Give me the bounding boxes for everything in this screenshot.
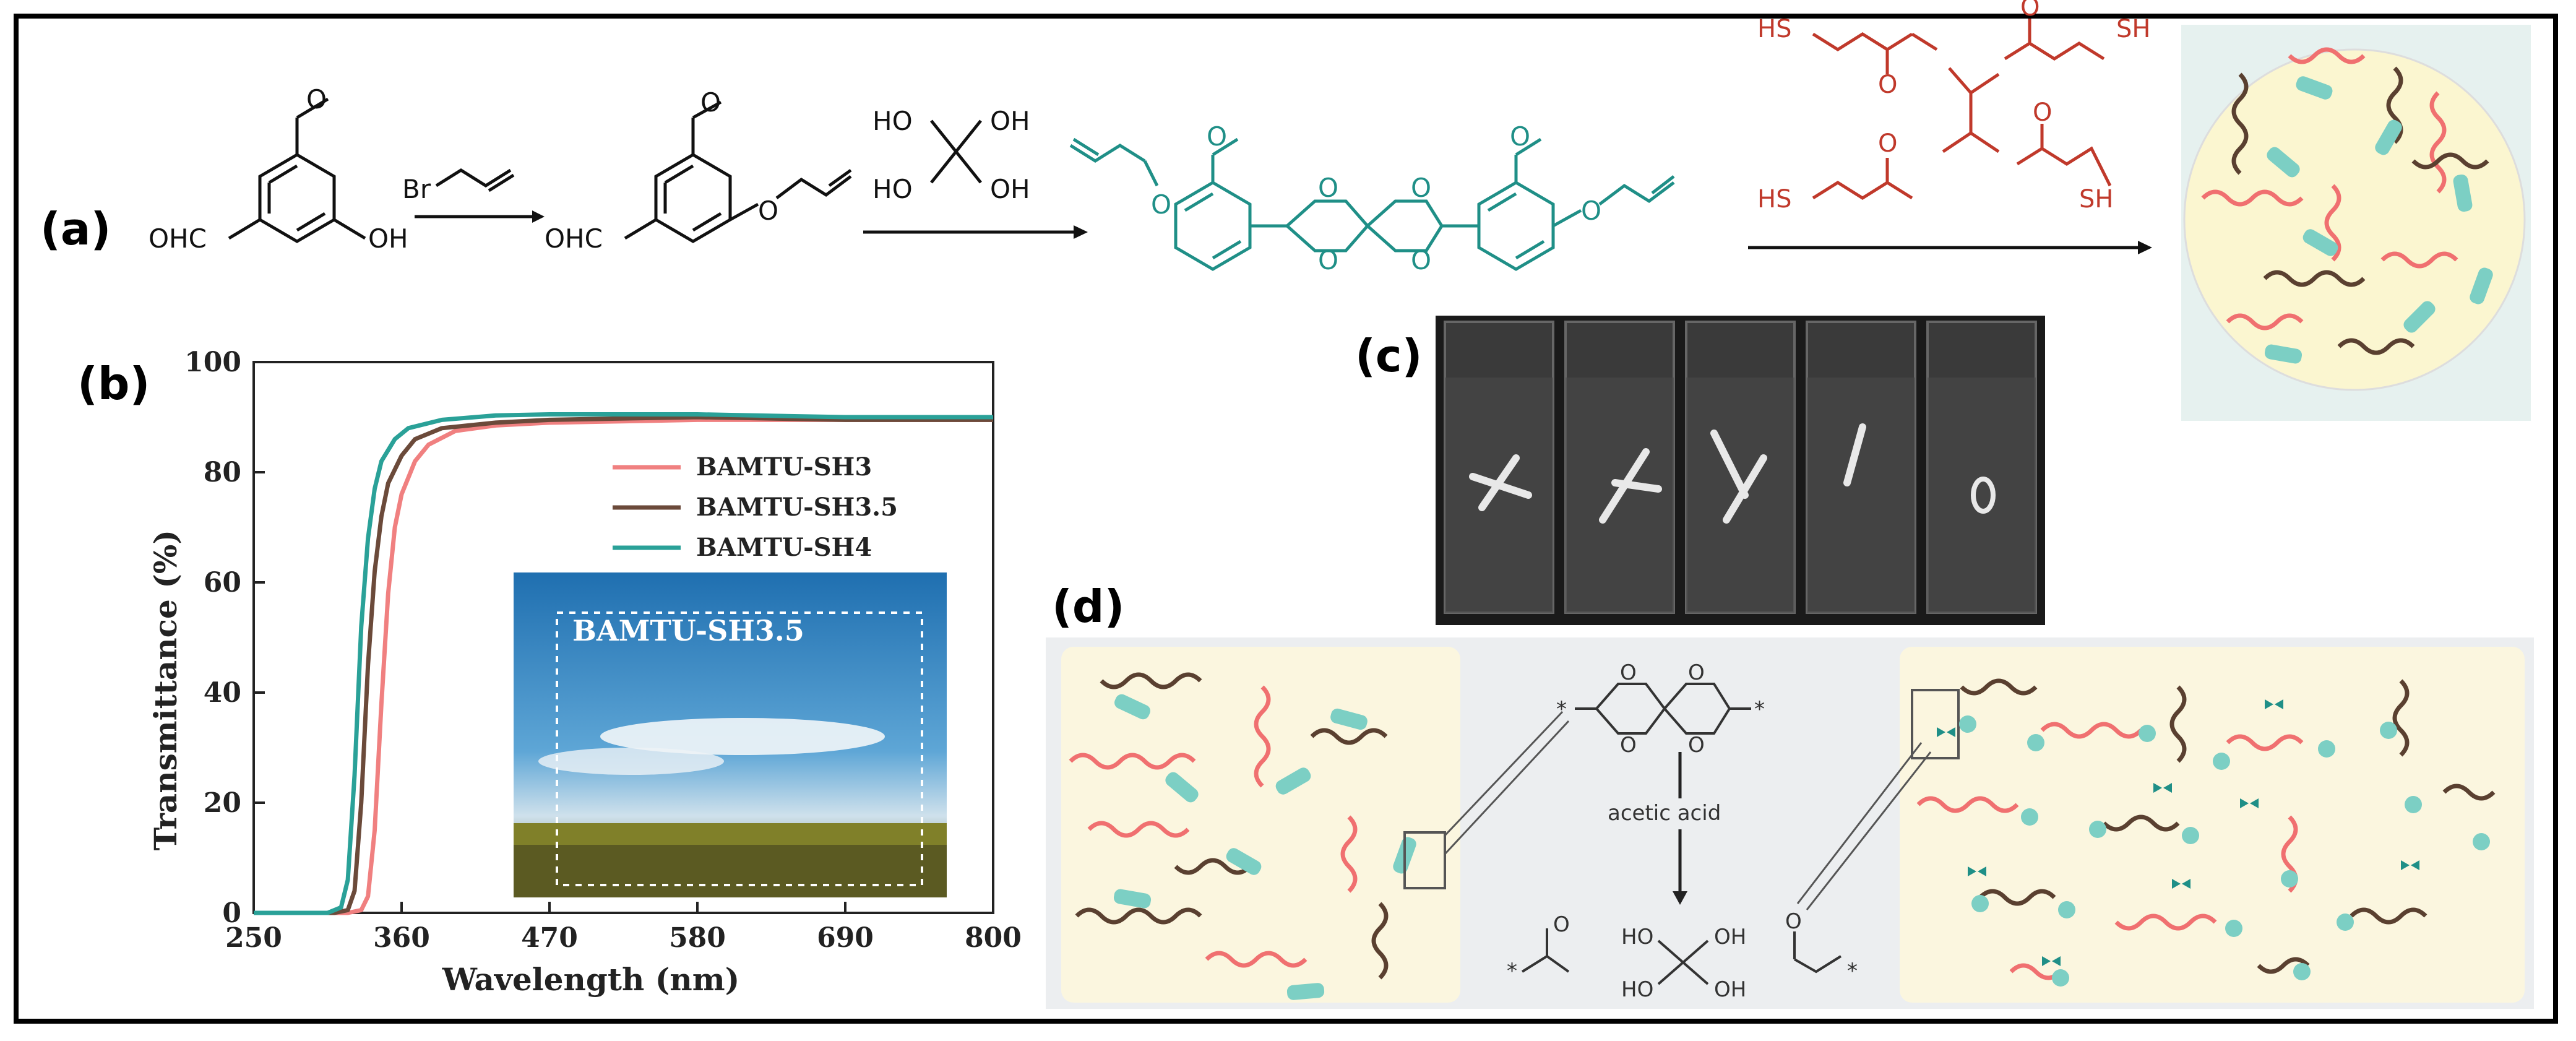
x-tick-label: 800 bbox=[965, 922, 1022, 954]
monomer-o-right: O bbox=[1581, 196, 1601, 226]
product-oh-top: OH bbox=[1714, 925, 1746, 949]
monomer-methoxy-left: O bbox=[1207, 121, 1227, 152]
product-aldehyde-right bbox=[1793, 931, 1842, 974]
transmittance-chart: 250 360 470 580 690 800 0 20 40 60 80 100 bbox=[184, 347, 1022, 954]
y-tick-label: 20 bbox=[204, 787, 241, 819]
aldehyde-o-right: O bbox=[1785, 909, 1802, 934]
x-tick-label: 690 bbox=[817, 922, 874, 954]
pentaerythritol-structure bbox=[930, 119, 982, 184]
monomer-ring-o3: O bbox=[1411, 173, 1431, 203]
panel-c: (c) bbox=[1355, 316, 2045, 625]
allyl-vanillin-ether-o: O bbox=[758, 196, 778, 226]
chart-legend: BAMTU-SH3 BAMTU-SH3.5 BAMTU-SH4 bbox=[613, 452, 898, 562]
tetrathiol-crosslinker bbox=[1812, 19, 2112, 200]
polymer-samples bbox=[1469, 423, 1996, 524]
monomer-o-left: O bbox=[1151, 189, 1171, 220]
penta-ho-bottom: HO bbox=[872, 174, 913, 204]
series-line-1 bbox=[254, 415, 993, 915]
right-released-units bbox=[1959, 715, 2490, 987]
series-line-2 bbox=[254, 412, 993, 915]
penta-ho-top: HO bbox=[872, 106, 913, 136]
vanillin-oh-text: OH bbox=[368, 223, 408, 254]
right-free-acetal-units bbox=[1937, 699, 2419, 966]
x-tick-label: 470 bbox=[521, 922, 578, 954]
plot-frame bbox=[252, 361, 994, 914]
fragment-o3: O bbox=[1688, 660, 1705, 685]
monomer-ring-o4: O bbox=[1411, 245, 1431, 275]
legend-label-sh4: BAMTU-SH4 bbox=[696, 533, 872, 562]
allyl-vanillin-ohc: OHC bbox=[545, 223, 603, 254]
crosslinker-o3: O bbox=[1878, 129, 1897, 158]
left-zoom-box bbox=[1403, 831, 1446, 889]
panel-a-label: (a) bbox=[40, 203, 111, 255]
aldehyde-o-left: O bbox=[1553, 912, 1570, 937]
acetic-acid-label: acetic acid bbox=[1608, 801, 1721, 826]
spiroacetal-fragment bbox=[1575, 683, 1751, 735]
monomer-ring-o1: O bbox=[1318, 173, 1338, 203]
series-line-0 bbox=[254, 417, 993, 915]
aldehyde-star-right: * bbox=[1847, 959, 1858, 983]
network-circle bbox=[2183, 48, 2526, 391]
allyl-bromide-chain bbox=[435, 168, 512, 188]
penta-oh-bottom: OH bbox=[990, 174, 1030, 204]
crosslinker-hs-bottom: HS bbox=[1757, 185, 1791, 214]
crosslinker-hs-top: HS bbox=[1757, 15, 1791, 43]
crosslinker-sh-top: SH bbox=[2116, 15, 2150, 43]
monomer-methoxy-right: O bbox=[1510, 121, 1530, 152]
crosslinker-o2: O bbox=[2020, 0, 2040, 22]
panel-d: (d) bbox=[1046, 581, 2534, 1009]
fragment-o4: O bbox=[1688, 733, 1705, 758]
crosslinker-o4: O bbox=[2033, 98, 2052, 127]
vials bbox=[1444, 321, 2037, 614]
legend-label-sh3: BAMTU-SH3 bbox=[696, 452, 872, 482]
monomer-ring-o2: O bbox=[1318, 245, 1338, 275]
product-ho-top: HO bbox=[1621, 925, 1653, 949]
aldehyde-star-left: * bbox=[1507, 959, 1517, 983]
y-tick-label: 80 bbox=[204, 457, 241, 488]
fragment-star-right: * bbox=[1754, 697, 1765, 722]
product-oh-bottom: OH bbox=[1714, 977, 1746, 1002]
fragment-o2: O bbox=[1620, 733, 1637, 758]
network-acetal-units bbox=[2264, 76, 2493, 364]
product-pentaerythritol bbox=[1657, 939, 1709, 985]
y-tick-label: 60 bbox=[204, 567, 241, 598]
x-tick-label: 250 bbox=[225, 922, 282, 954]
fragment-star-left: * bbox=[1556, 697, 1567, 722]
crosslinker-sh-bottom: SH bbox=[2079, 185, 2113, 214]
panel-c-label: (c) bbox=[1355, 330, 1423, 382]
product-ho-bottom: HO bbox=[1621, 977, 1653, 1002]
inset-dashed-box bbox=[556, 611, 923, 886]
spiroacetal-monomer bbox=[1069, 137, 1675, 271]
panel-b: (b) 250 360 470 580 690 800 0 20 40 60 80 100 Trans… bbox=[77, 347, 1022, 998]
right-zoom-box bbox=[1911, 689, 1960, 759]
vanillin-ohc-text: OHC bbox=[149, 223, 207, 254]
degraded-network-box bbox=[1900, 647, 2525, 1003]
penta-oh-top: OH bbox=[990, 106, 1030, 136]
vanillin-structure bbox=[228, 97, 366, 243]
y-tick-label: 0 bbox=[222, 897, 241, 929]
allyl-vanillin-structure bbox=[624, 100, 852, 243]
panel-b-label: (b) bbox=[77, 358, 150, 410]
fragment-o1: O bbox=[1620, 660, 1637, 685]
panel-a: (a) OHC OH O Br OHC O O bbox=[40, 0, 2531, 421]
y-tick-label: 100 bbox=[184, 347, 241, 378]
allyl-vanillin-methoxy-o: O bbox=[700, 87, 721, 118]
allyl-bromide-br: Br bbox=[402, 174, 431, 204]
x-axis-title: Wavelength (nm) bbox=[442, 961, 740, 998]
vanillin-methoxy-o: O bbox=[306, 84, 327, 114]
inset-photo: BAMTU-SH3.5 bbox=[514, 572, 947, 897]
panel-d-label: (d) bbox=[1052, 581, 1124, 633]
figure-frame bbox=[14, 14, 2558, 1024]
y-tick-label: 40 bbox=[204, 677, 241, 709]
inset-label: BAMTU-SH3.5 bbox=[572, 614, 804, 647]
left-network-strands bbox=[1069, 672, 1389, 980]
x-tick-label: 360 bbox=[373, 922, 430, 954]
acid-label-bg bbox=[1606, 798, 1751, 829]
legend-label-sh35: BAMTU-SH3.5 bbox=[696, 493, 898, 522]
y-axis-title: Transmittance (%) bbox=[147, 530, 184, 850]
crosslinker-o1: O bbox=[1878, 71, 1897, 99]
product-aldehyde-left bbox=[1521, 928, 1570, 973]
x-tick-label: 580 bbox=[669, 922, 726, 954]
